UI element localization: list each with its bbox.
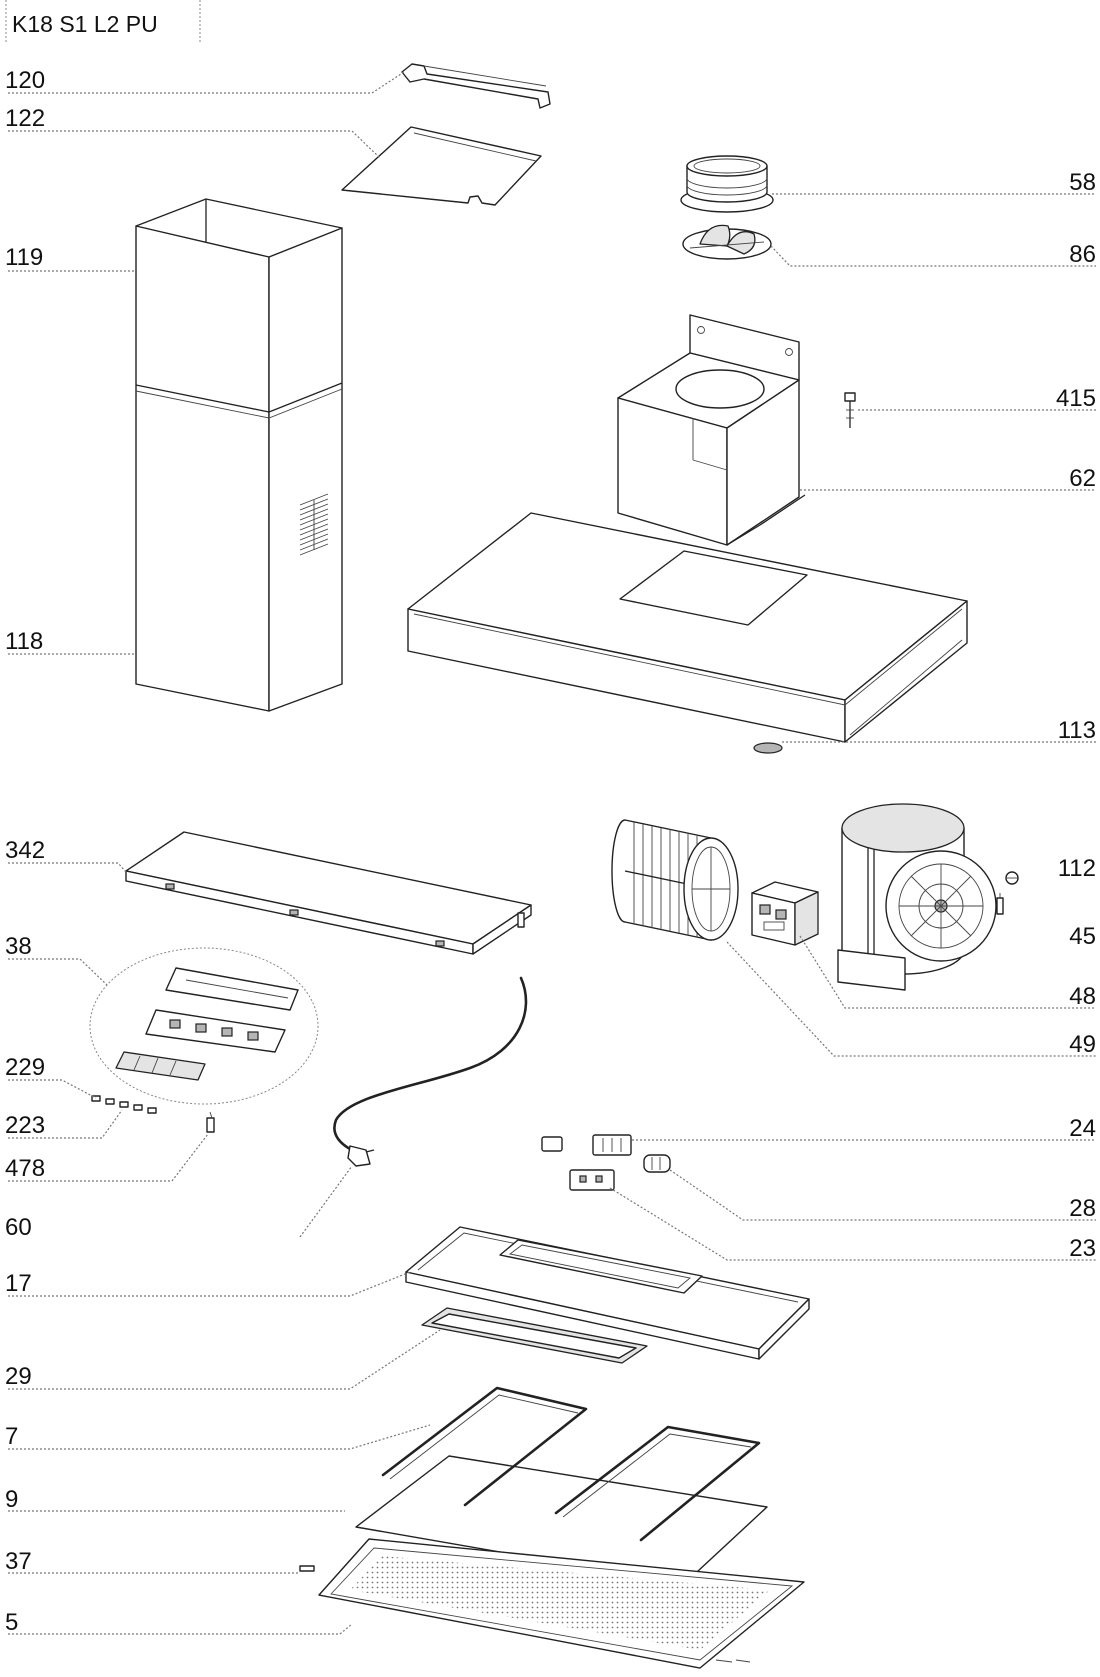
callouts-right: 58 86 415 62 113 112 45 48 49 24 28 23 bbox=[1056, 169, 1096, 1262]
callout-label: 7 bbox=[5, 1423, 18, 1450]
part-49-fan-wheel bbox=[611, 819, 739, 941]
callout-label: 122 bbox=[5, 105, 45, 132]
part-58-exhaust-collar bbox=[680, 155, 774, 213]
callout-label: 24 bbox=[1069, 1115, 1096, 1142]
callout-label: 29 bbox=[5, 1363, 32, 1390]
model-title: K18 S1 L2 PU bbox=[12, 11, 158, 37]
part-37-clip bbox=[299, 1565, 315, 1572]
callout-label: 9 bbox=[5, 1486, 18, 1513]
callout-label: 112 bbox=[1058, 855, 1096, 882]
callout-label: 45 bbox=[1069, 923, 1096, 950]
callout-label: 86 bbox=[1069, 241, 1096, 268]
part-45-motor bbox=[837, 803, 997, 991]
chimney-vent-grille bbox=[299, 493, 329, 556]
part-229-223-buttons bbox=[91, 1095, 157, 1114]
part-7-filter-clips bbox=[381, 1386, 761, 1542]
callout-label: 38 bbox=[5, 933, 32, 960]
callout-label: 120 bbox=[5, 67, 45, 94]
callout-label: 223 bbox=[5, 1112, 45, 1139]
leader-lines bbox=[8, 71, 1096, 1635]
callout-label: 119 bbox=[5, 244, 43, 271]
part-119-118-chimney bbox=[135, 198, 343, 712]
callout-label: 60 bbox=[5, 1214, 32, 1241]
part-62-motor-bracket bbox=[617, 314, 806, 546]
callout-label: 415 bbox=[1056, 385, 1096, 412]
callout-label: 17 bbox=[5, 1270, 32, 1297]
part-38-control-electronics bbox=[89, 947, 319, 1105]
callout-label: 23 bbox=[1069, 1235, 1096, 1262]
callout-label: 37 bbox=[5, 1548, 32, 1575]
part-5-grease-filter bbox=[318, 1538, 805, 1669]
part-17-lower-panel bbox=[405, 1226, 810, 1360]
callout-label: 229 bbox=[5, 1054, 45, 1081]
part-48-capacitor bbox=[751, 881, 819, 946]
callout-label: 478 bbox=[5, 1155, 45, 1182]
part-112-fastener bbox=[996, 871, 1019, 915]
part-86-flap-valve bbox=[682, 224, 772, 260]
part-60-power-cable bbox=[333, 976, 528, 1167]
part-24-switch bbox=[541, 1134, 632, 1156]
callout-label: 113 bbox=[1058, 717, 1096, 744]
callout-label: 118 bbox=[5, 628, 43, 655]
part-29-lamp-frame bbox=[421, 1307, 648, 1364]
callouts-left: 120 122 119 118 342 38 229 223 478 60 17… bbox=[5, 67, 45, 1636]
callout-label: 62 bbox=[1069, 465, 1096, 492]
part-122-cover-plate bbox=[341, 126, 542, 206]
title-block: K18 S1 L2 PU bbox=[5, 0, 201, 44]
callout-label: 28 bbox=[1069, 1195, 1096, 1222]
part-120-top-bracket bbox=[401, 63, 551, 109]
part-342-control-panel bbox=[125, 831, 532, 955]
callout-label: 48 bbox=[1069, 983, 1096, 1010]
callout-label: 49 bbox=[1069, 1031, 1096, 1058]
callout-label: 58 bbox=[1069, 169, 1096, 196]
part-113-hood-body bbox=[407, 512, 968, 754]
part-478-small-component bbox=[206, 1111, 215, 1133]
part-28-lamp-holder bbox=[643, 1154, 671, 1173]
callout-label: 5 bbox=[5, 1609, 18, 1636]
callout-label: 342 bbox=[5, 837, 45, 864]
part-23-switch-board bbox=[569, 1169, 615, 1191]
part-415-screw bbox=[844, 392, 856, 428]
